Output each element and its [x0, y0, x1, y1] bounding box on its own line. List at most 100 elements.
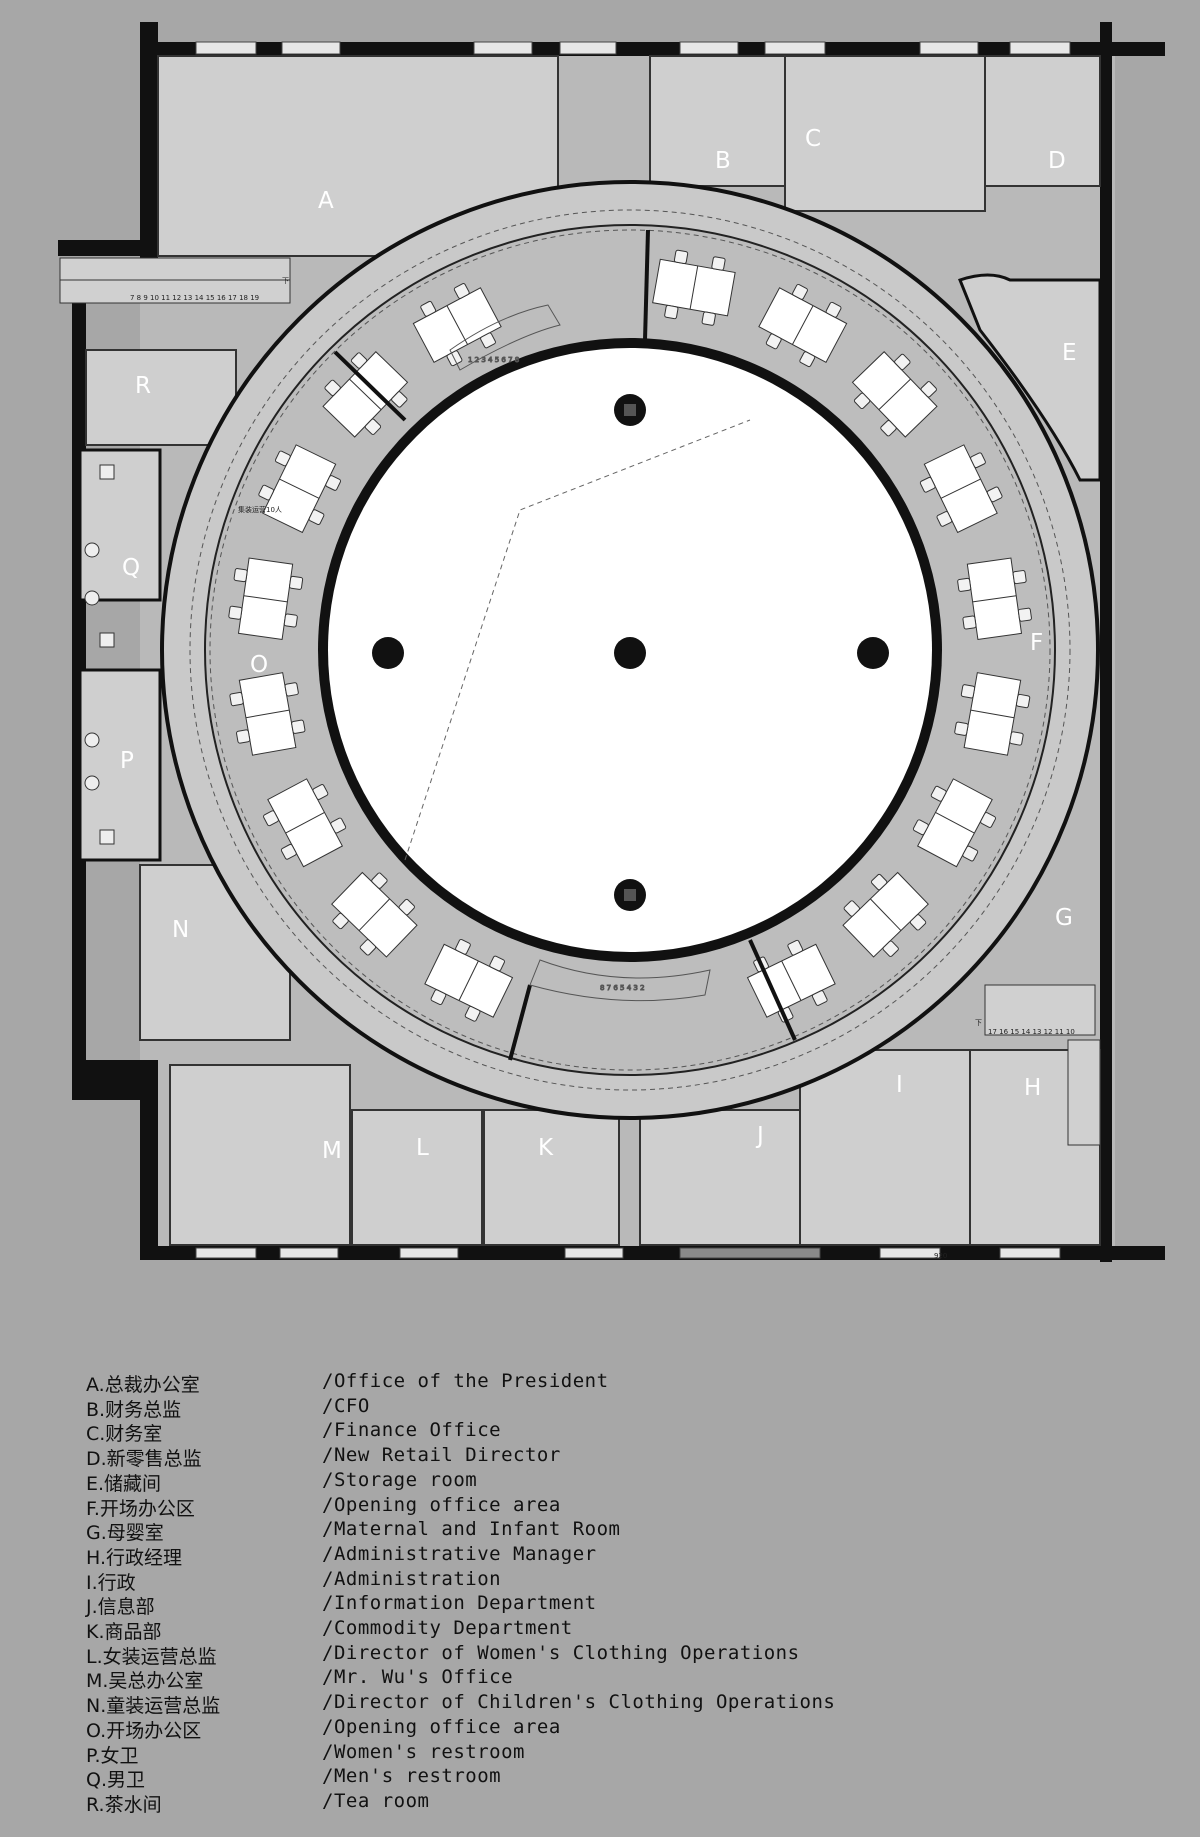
legend-chinese: R.茶水间: [86, 1793, 162, 1816]
desk-cluster: [331, 871, 418, 958]
legend-chinese: K.商品部: [86, 1621, 162, 1643]
desk-cluster: [851, 351, 938, 438]
svg-text:8 7 6 5 4 3 2: 8 7 6 5 4 3 2: [600, 984, 645, 992]
chair: [371, 872, 388, 889]
legend-chinese: I.行政: [86, 1571, 136, 1594]
chair: [765, 333, 782, 350]
columns: [372, 394, 889, 911]
legend-chinese: G.母婴室: [86, 1522, 164, 1545]
windows: [195, 41, 1071, 1259]
chair: [332, 912, 349, 930]
chair: [664, 304, 679, 320]
stairs-lower: 8 7 6 5 4 3 2: [529, 959, 711, 1002]
chair: [324, 379, 341, 397]
room-label-h: H: [1024, 1075, 1041, 1101]
chair: [853, 392, 871, 410]
chair: [711, 256, 726, 271]
dashed-ring: [189, 209, 1071, 1091]
room-label-j: J: [755, 1123, 764, 1149]
legend-chinese: Q.男卫: [86, 1769, 145, 1792]
chair: [936, 511, 953, 527]
desk-cluster: [263, 778, 347, 868]
desk-cluster: [954, 672, 1031, 756]
room-label-d: D: [1048, 148, 1066, 174]
chair: [330, 817, 347, 834]
desk-cluster: [758, 283, 848, 368]
chair: [673, 249, 689, 265]
room-label-q: Q: [122, 555, 140, 581]
chair: [843, 900, 860, 917]
radial-walls: [333, 229, 797, 1061]
chair: [274, 450, 291, 467]
legend-english: /Commodity Department: [322, 1617, 573, 1639]
chair: [233, 568, 248, 583]
chair: [962, 615, 977, 630]
legend-english: /CFO: [322, 1394, 370, 1417]
chair: [291, 719, 306, 734]
desk-cluster: [919, 444, 1003, 534]
chair: [825, 301, 842, 318]
desk-cluster: [652, 249, 736, 326]
legend-english: /Director of Children's Clothing Operati…: [322, 1691, 836, 1714]
chair: [453, 283, 470, 299]
room-label-b: B: [715, 148, 731, 174]
chair: [228, 605, 243, 620]
storage-room-e: [958, 273, 1102, 482]
chair: [464, 1005, 481, 1022]
legend-chinese: L.女装运营总监: [86, 1645, 217, 1668]
stair-bottom-right: [984, 984, 1101, 1146]
chair: [480, 332, 496, 349]
legend-english: /Opening office area: [322, 1715, 561, 1738]
chair: [350, 352, 368, 369]
room-label-k: K: [538, 1135, 554, 1161]
exterior-walls: [58, 22, 1165, 1262]
workstations: [228, 249, 1032, 1023]
room-label-f: F: [1030, 630, 1043, 656]
room-label-m: M: [322, 1138, 342, 1164]
floor-plan: 1 2 3 4 5 6 7 8 8 7 6 5 4 3 2 7 8 9 10 1…: [58, 22, 1165, 1262]
legend-english: /Maternal and Infant Room: [322, 1518, 621, 1541]
desk-cluster: [229, 672, 306, 756]
chair: [1009, 731, 1024, 746]
stair-bottom-direction: 下: [975, 1019, 982, 1027]
chair: [870, 873, 888, 891]
chair: [420, 300, 437, 317]
legend-chinese: O.开场办公区: [86, 1719, 202, 1742]
room-label-a: A: [318, 188, 334, 214]
chair: [962, 845, 979, 862]
legend-chinese: D.新零售总监: [86, 1448, 202, 1471]
chair: [312, 784, 329, 800]
chair: [1017, 607, 1032, 622]
chair: [289, 575, 304, 590]
desk-cluster: [424, 938, 514, 1022]
desk-cluster: [322, 351, 409, 438]
stair-top-direction: 下: [282, 277, 289, 285]
chair: [280, 843, 297, 860]
legend-chinese: F.开场办公区: [86, 1497, 195, 1520]
room-label-e: E: [1062, 340, 1077, 366]
chair: [1012, 570, 1027, 585]
legend-chinese: J.信息部: [86, 1596, 155, 1619]
restroom-blocks: [78, 448, 162, 862]
chair: [894, 353, 911, 371]
legend-english: /Mr. Wu's Office: [322, 1666, 514, 1689]
chair: [980, 812, 997, 828]
room-label-o: O: [250, 652, 268, 678]
legend-english: /Director of Women's Clothing Operations: [322, 1641, 800, 1664]
desk-cluster: [842, 871, 929, 958]
atrium-dashed-line: [404, 419, 751, 861]
legend-chinese: A.总裁办公室: [86, 1374, 200, 1396]
chair: [284, 682, 299, 697]
chair: [957, 577, 972, 592]
room-label-r: R: [135, 373, 151, 399]
seating-annotation: 集装运营10人: [238, 505, 282, 514]
chair: [489, 955, 505, 972]
desk-cluster: [912, 778, 997, 868]
stair-bottom-numbers: 17 16 15 14 13 12 11 10: [988, 1028, 1075, 1036]
room-label-p: P: [120, 748, 134, 774]
chair: [308, 509, 325, 525]
legend-chinese: C.财务室: [86, 1423, 163, 1446]
desk-cluster: [957, 557, 1032, 641]
chair: [391, 391, 408, 408]
legend-chinese: N.童装运营总监: [86, 1695, 221, 1718]
